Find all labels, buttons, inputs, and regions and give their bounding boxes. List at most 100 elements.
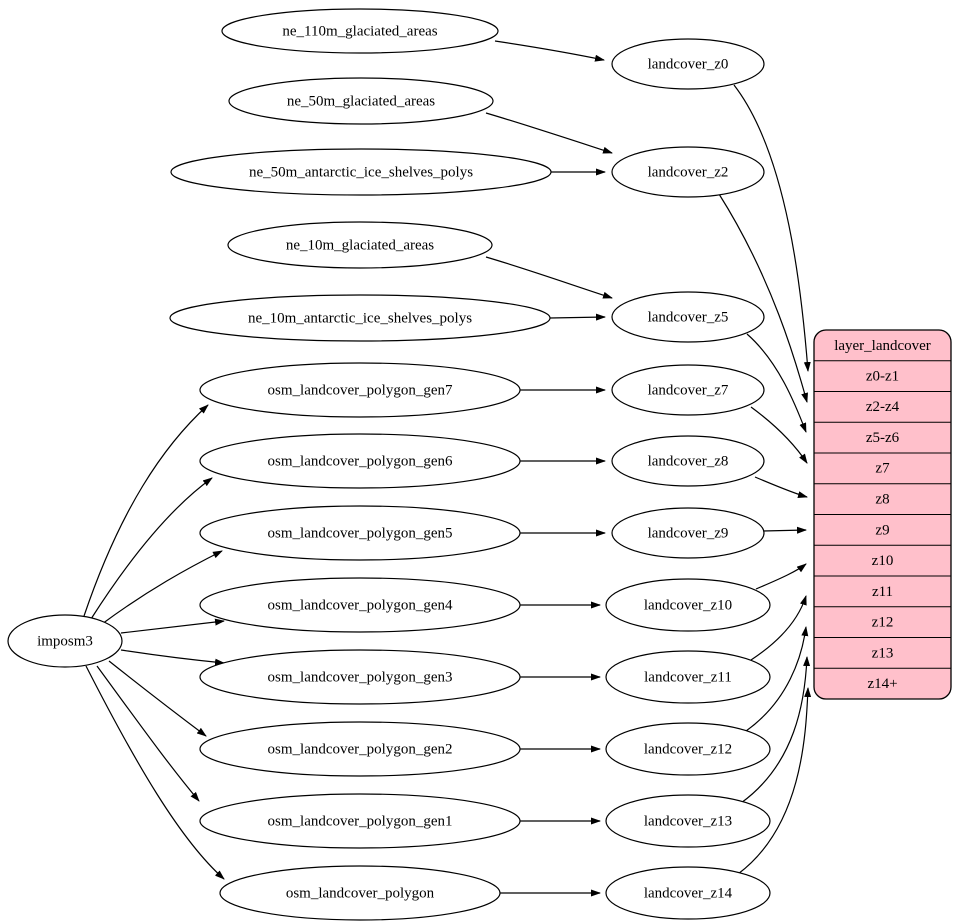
edge-landcover_z2-to-row-z2-z4 — [718, 193, 808, 403]
edge-ne_110m_glaciated_areas-to-landcover_z0 — [494, 40, 605, 62]
record-row-z0-z1: z0-z1 — [866, 368, 899, 384]
node-landcover-z13: landcover_z13 — [605, 794, 771, 848]
node-ellipse — [170, 148, 552, 196]
edge-ne_10m_antarctic_ice_shelves_polys-to-landcover_z5 — [549, 313, 606, 321]
node-label: osm_landcover_polygon_gen3 — [268, 669, 453, 685]
node-osm-landcover-polygon-gen5: osm_landcover_polygon_gen5 — [199, 505, 521, 561]
node-landcover-z14: landcover_z14 — [605, 866, 771, 920]
record-row-z5-z6: z5-z6 — [866, 430, 900, 446]
node-label: osm_landcover_polygon_gen4 — [268, 597, 453, 613]
node-landcover-z10: landcover_z10 — [605, 578, 771, 632]
edge-landcover_z11-to-row-z11 — [750, 595, 807, 661]
node-label: ne_10m_antarctic_ice_shelves_polys — [248, 310, 472, 326]
node-ellipse — [605, 650, 771, 704]
node-landcover-z8: landcover_z8 — [611, 435, 765, 487]
edge-ne_10m_glaciated_areas-to-landcover_z5 — [485, 256, 613, 299]
node-ne-50m-antarctic-ice-shelves-polys: ne_50m_antarctic_ice_shelves_polys — [170, 148, 552, 196]
node-label: landcover_z5 — [648, 309, 729, 325]
node-label: landcover_z0 — [648, 56, 729, 72]
edge-imposm3-to-osm_landcover_polygon_gen7 — [83, 404, 209, 617]
node-ellipse — [611, 435, 765, 487]
node-ellipse — [7, 614, 123, 668]
node-osm-landcover-polygon-gen4: osm_landcover_polygon_gen4 — [199, 577, 521, 633]
node-label: landcover_z14 — [644, 885, 733, 901]
node-ne-10m-antarctic-ice-shelves-polys: ne_10m_antarctic_ice_shelves_polys — [169, 294, 551, 342]
node-label: ne_110m_glaciated_areas — [282, 23, 437, 39]
node-label: landcover_z12 — [644, 741, 732, 757]
node-ellipse — [605, 578, 771, 632]
edge-imposm3-to-osm_landcover_polygon_gen6 — [90, 477, 213, 620]
node-ellipse — [199, 649, 521, 705]
node-label: osm_landcover_polygon_gen7 — [268, 382, 453, 398]
node-ne-10m-glaciated-areas: ne_10m_glaciated_areas — [227, 221, 493, 269]
edge-landcover_z9-to-row-z9 — [762, 526, 807, 534]
node-label: imposm3 — [37, 633, 93, 649]
record-title: layer_landcover — [834, 338, 931, 354]
node-ellipse — [199, 577, 521, 633]
node-label: landcover_z8 — [648, 453, 729, 469]
record-row-z2-z4: z2-z4 — [866, 399, 900, 415]
node-label: landcover_z13 — [644, 813, 732, 829]
node-ellipse — [611, 38, 765, 90]
node-ellipse — [199, 505, 521, 561]
record-row-z11: z11 — [872, 584, 893, 600]
node-osm-landcover-polygon-gen3: osm_landcover_polygon_gen3 — [199, 649, 521, 705]
record-row-z13: z13 — [872, 645, 894, 661]
node-label: osm_landcover_polygon_gen2 — [268, 741, 453, 757]
node-label: landcover_z7 — [648, 382, 729, 398]
record-row-z8: z8 — [875, 492, 889, 508]
edge-landcover_z12-to-row-z12 — [745, 626, 809, 732]
node-osm-landcover-polygon-gen7: osm_landcover_polygon_gen7 — [199, 362, 521, 418]
edge-imposm3-to-osm_landcover_polygon_gen4 — [120, 618, 225, 634]
edge-landcover_z14-to-row-z14plus — [737, 687, 812, 875]
record-row-z9: z9 — [875, 522, 889, 538]
node-ellipse — [227, 221, 493, 269]
node-ellipse — [221, 8, 499, 54]
record-layer-landcover: layer_landcover z0-z1 z2-z4 z5-z6 z7 z8 … — [813, 329, 952, 700]
edge-imposm3-to-osm_landcover_polygon_gen2 — [108, 660, 207, 737]
node-landcover-z0: landcover_z0 — [611, 38, 765, 90]
node-label: ne_10m_glaciated_areas — [286, 237, 434, 253]
node-ellipse — [611, 507, 765, 559]
node-osm-landcover-polygon-gen6: osm_landcover_polygon_gen6 — [199, 433, 521, 489]
edge-ne_50m_glaciated_areas-to-landcover_z2 — [485, 112, 613, 154]
node-label: osm_landcover_polygon_gen1 — [268, 813, 453, 829]
node-label: osm_landcover_polygon_gen5 — [268, 525, 453, 541]
node-osm-landcover-polygon: osm_landcover_polygon — [219, 865, 501, 921]
edge-imposm3-to-osm_landcover_polygon_gen1 — [96, 665, 200, 802]
edge-imposm3-to-osm_landcover_polygon_gen5 — [101, 550, 223, 625]
record-row-z10: z10 — [872, 553, 894, 569]
node-imposm3: imposm3 — [7, 614, 123, 668]
node-ellipse — [199, 362, 521, 418]
edge-landcover_z10-to-row-z10 — [755, 563, 807, 590]
node-ellipse — [199, 721, 521, 777]
node-label: osm_landcover_polygon_gen6 — [268, 453, 453, 469]
node-osm-landcover-polygon-gen1: osm_landcover_polygon_gen1 — [199, 793, 521, 849]
node-label: landcover_z2 — [648, 164, 729, 180]
record-row-z12: z12 — [872, 615, 894, 631]
node-label: landcover_z9 — [648, 525, 729, 541]
edge-landcover_z5-to-row-z5-z6 — [746, 333, 807, 433]
node-label: landcover_z10 — [644, 597, 732, 613]
node-ellipse — [605, 722, 771, 776]
node-ellipse — [611, 364, 765, 416]
node-landcover-z11: landcover_z11 — [605, 650, 771, 704]
node-ellipse — [611, 291, 765, 343]
node-osm-landcover-polygon-gen2: osm_landcover_polygon_gen2 — [199, 721, 521, 777]
record-row-z7: z7 — [875, 461, 890, 477]
node-ellipse — [228, 77, 494, 125]
node-ellipse — [611, 146, 765, 198]
node-landcover-z2: landcover_z2 — [611, 146, 765, 198]
edge-imposm3-to-osm_landcover_polygon — [85, 665, 225, 880]
node-ellipse — [605, 866, 771, 920]
node-ne-110m-glaciated-areas: ne_110m_glaciated_areas — [221, 8, 499, 54]
record-row-z14plus: z14+ — [867, 676, 897, 692]
node-label: landcover_z11 — [644, 669, 732, 685]
node-ellipse — [605, 794, 771, 848]
node-label: osm_landcover_polygon — [286, 885, 435, 901]
edge-imposm3-to-osm_landcover_polygon_gen3 — [120, 649, 225, 666]
node-landcover-z7: landcover_z7 — [611, 364, 765, 416]
edge-landcover_z7-to-row-z7 — [750, 406, 808, 464]
node-ne-50m-glaciated-areas: ne_50m_glaciated_areas — [228, 77, 494, 125]
